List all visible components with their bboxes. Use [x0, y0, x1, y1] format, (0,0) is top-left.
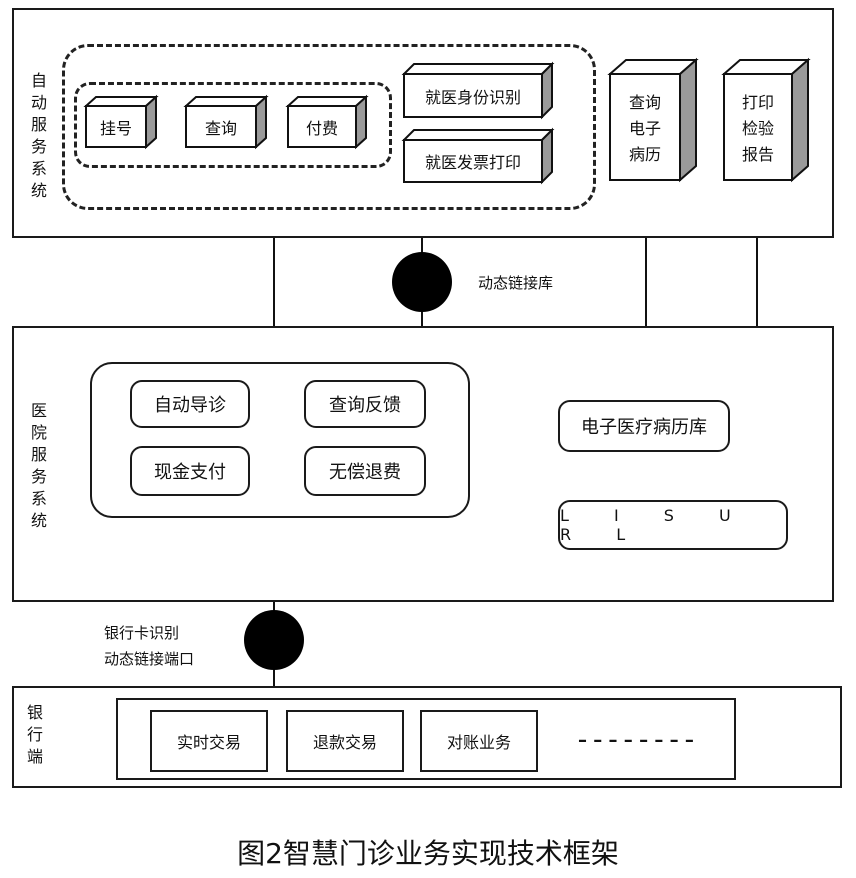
cube-query	[183, 94, 269, 150]
module-invoice: 就医发票打印	[424, 153, 521, 172]
bank-module-group	[116, 698, 736, 780]
bank-interface-line1: 银行卡识别	[104, 624, 180, 642]
bank-interface-node	[244, 610, 304, 670]
cube-report	[721, 57, 811, 183]
module-emr: 查询电子病历	[628, 93, 661, 164]
module-reconciliation: 对账业务	[420, 710, 538, 772]
module-cash-pay: 现金支付	[130, 446, 250, 496]
cube-pay	[285, 94, 369, 150]
cube-identity	[401, 61, 555, 120]
bank-label: 银行端	[26, 703, 43, 766]
bank-ellipsis: – – – – – – – –	[578, 730, 694, 751]
hospital-label: 医院服务系统	[30, 401, 47, 530]
module-auto-triage: 自动导诊	[130, 380, 250, 428]
dll-node	[392, 252, 452, 312]
figure-caption: 图2智慧门诊业务实现技术框架	[237, 837, 619, 870]
bank-interface-line2: 动态链接端口	[104, 650, 195, 668]
module-pay: 付费	[305, 118, 338, 138]
module-query-feedback: 查询反馈	[304, 380, 426, 428]
self-service-label: 自动服务系统	[30, 71, 47, 200]
module-query: 查询	[204, 118, 237, 138]
module-refund-trade: 退款交易	[286, 710, 404, 772]
cube-register	[83, 94, 159, 150]
module-identity: 就医身份识别	[424, 87, 521, 107]
module-register: 挂号	[99, 118, 132, 138]
emr-database: 电子医疗病历库	[558, 400, 730, 452]
cube-emr	[607, 57, 699, 183]
self-service-dashed-group	[62, 44, 596, 210]
booking-dashed-group	[74, 82, 392, 168]
module-realtime-trade: 实时交易	[150, 710, 268, 772]
cube-invoice	[401, 127, 555, 185]
module-report: 打印检验报告	[741, 93, 774, 164]
module-free-refund: 无偿退费	[304, 446, 426, 496]
lis-url: L I S U R L	[558, 500, 788, 550]
dll-label: 动态链接库	[478, 274, 554, 292]
